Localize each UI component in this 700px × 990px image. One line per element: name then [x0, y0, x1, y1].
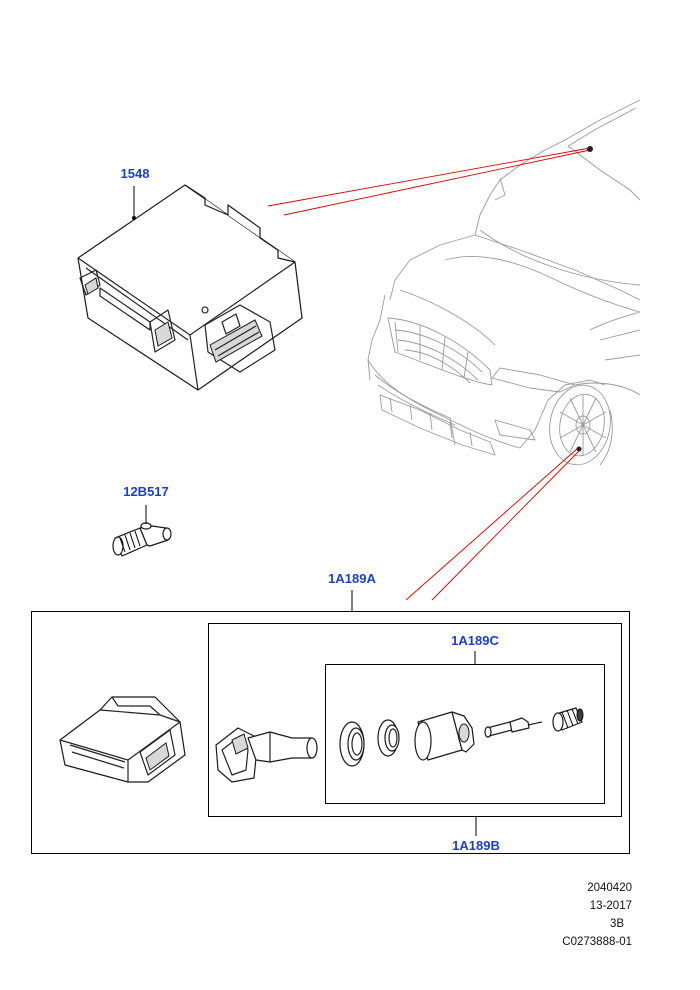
valve-stem-part [112, 505, 172, 557]
location-leaders [267, 146, 593, 601]
callout-valve-kit: 1A189C [451, 633, 499, 648]
diagram-revision: 3B [610, 918, 624, 930]
callout-valve-stem: 12B517 [123, 484, 169, 499]
nut-part [414, 711, 475, 761]
callout-module: 1548 [121, 166, 150, 181]
grommet-part [339, 721, 365, 767]
callout-sensor-kit: 1A189A [328, 571, 376, 586]
sensor-kit-box [31, 611, 630, 854]
callout-sensor-assembly: 1A189B [452, 838, 500, 853]
module-location-marker [587, 146, 593, 152]
vehicle-outline [367, 99, 641, 466]
diagram-code: C0273888-01 [562, 936, 632, 948]
valve-core-part [484, 717, 543, 738]
sensor-valve-part [215, 727, 318, 783]
valve-kit-box [325, 664, 605, 804]
diagram-id: 2040420 [587, 882, 632, 894]
tpms-module [77, 184, 303, 391]
sensor-location-marker [576, 446, 582, 452]
valve-cap-part [552, 707, 584, 732]
diagram-date: 13-2017 [590, 900, 632, 912]
sensor-assembly-box [208, 623, 622, 817]
sensor-housing-part [59, 696, 186, 783]
washer-part [377, 719, 400, 757]
